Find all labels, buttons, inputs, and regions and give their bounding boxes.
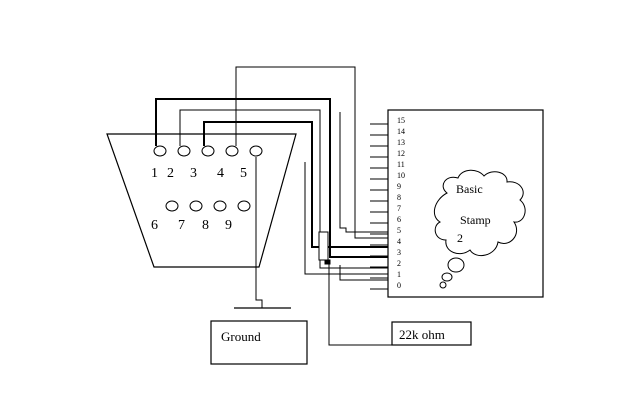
db9-pin-4-socket bbox=[225, 145, 239, 157]
db9-pin-6-socket bbox=[165, 200, 179, 212]
wire-resistor-lead bbox=[328, 264, 392, 346]
ground-box-rect bbox=[210, 320, 308, 365]
db9-pin-label: 6 bbox=[151, 218, 158, 233]
stamp-pin-label: 12 bbox=[397, 149, 405, 158]
wire-pin2 bbox=[179, 109, 388, 269]
stamp-pin-label: 7 bbox=[397, 204, 401, 213]
cloud-label-basic: Basic bbox=[456, 182, 483, 196]
db9-pin-9-socket bbox=[237, 200, 251, 212]
basic-stamp: 15 14 13 12 11 10 9 8 7 6 5 4 3 2 1 0 Ba… bbox=[370, 109, 544, 298]
stamp-pin-label: 11 bbox=[397, 160, 405, 169]
resistor-label-box: 22k ohm bbox=[391, 321, 472, 346]
resistor-body bbox=[318, 231, 329, 261]
stamp-pin-stubs bbox=[370, 123, 388, 290]
db9-pin-label: 4 bbox=[217, 166, 224, 181]
wire-pin4 bbox=[235, 66, 388, 239]
stamp-pin-label: 4 bbox=[397, 237, 401, 246]
stamp-pin-label: 14 bbox=[397, 127, 405, 136]
stamp-pin-label: 15 bbox=[397, 116, 405, 125]
db9-pin-8-socket bbox=[213, 200, 227, 212]
db9-shell bbox=[106, 133, 297, 268]
db9-pin-label: 8 bbox=[202, 218, 209, 233]
db9-pin-label: 9 bbox=[225, 218, 232, 233]
cloud-bubble-medium bbox=[441, 272, 453, 282]
stamp-pin-label: 6 bbox=[397, 215, 401, 224]
stamp-pin-label: 1 bbox=[397, 270, 401, 279]
wire-stamp-low bbox=[339, 265, 388, 281]
stamp-pin-label: 5 bbox=[397, 226, 401, 235]
wire-pin5-stamp bbox=[304, 162, 388, 275]
wires bbox=[155, 66, 392, 346]
db9-connector: 1 2 3 4 5 6 7 8 9 bbox=[106, 133, 297, 268]
wire-inner bbox=[339, 112, 388, 233]
stamp-pin-label: 10 bbox=[397, 171, 405, 180]
db9-pin-label: 1 bbox=[151, 166, 158, 181]
db9-pin-7-socket bbox=[189, 200, 203, 212]
wire-pin3 bbox=[203, 121, 388, 248]
cloud-label-number: 2 bbox=[457, 231, 463, 245]
ground-box: Ground bbox=[210, 320, 308, 365]
stamp-pin-label: 9 bbox=[397, 182, 401, 191]
db9-pin-label: 5 bbox=[240, 166, 247, 181]
db9-pin-label: 7 bbox=[178, 218, 185, 233]
cloud-label-stamp: Stamp bbox=[460, 213, 491, 227]
cloud-bubble-small bbox=[439, 281, 447, 289]
cloud-bubble-large bbox=[447, 257, 465, 273]
db9-pin-5-socket bbox=[249, 145, 263, 157]
stamp-cloud bbox=[433, 169, 526, 289]
resistor-label-rect bbox=[391, 321, 472, 346]
db9-pin-label: 3 bbox=[190, 166, 197, 181]
stamp-pin-label: 0 bbox=[397, 281, 401, 290]
stamp-pin-label: 13 bbox=[397, 138, 405, 147]
stamp-pin-label: 8 bbox=[397, 193, 401, 202]
wire-pin5-ground bbox=[255, 157, 263, 308]
db9-pin-3-socket bbox=[201, 145, 215, 157]
cloud-outline bbox=[433, 169, 526, 257]
stamp-pin-label: 3 bbox=[397, 248, 401, 257]
db9-pin-2-socket bbox=[177, 145, 191, 157]
resistor-node bbox=[324, 259, 331, 265]
db9-pin-label: 2 bbox=[167, 166, 174, 181]
ground-label: Ground bbox=[221, 329, 261, 344]
db9-pin-1-socket bbox=[153, 145, 167, 157]
wire-pin1 bbox=[155, 98, 388, 258]
stamp-pin-label: 2 bbox=[397, 259, 401, 268]
resistor-label: 22k ohm bbox=[399, 327, 445, 342]
